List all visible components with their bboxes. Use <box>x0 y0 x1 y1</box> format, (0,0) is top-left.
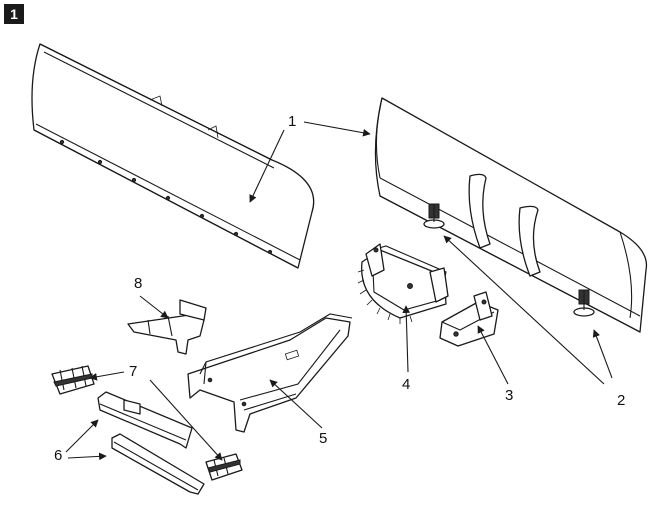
callout-2: 2 <box>617 392 626 409</box>
callout-8: 8 <box>134 275 143 292</box>
skid-shoe-left <box>423 203 445 229</box>
figure-number-badge: 1 <box>4 4 24 24</box>
leader-lines <box>65 121 613 461</box>
plow-blade-left <box>31 43 315 269</box>
plow-blade-right <box>374 97 648 333</box>
callout-3: 3 <box>505 387 514 404</box>
push-tube-upper <box>97 391 193 449</box>
skid-shoe-right <box>573 289 595 317</box>
callout-7: 7 <box>129 363 138 380</box>
clamp-upper <box>51 365 95 395</box>
callout-6: 6 <box>54 447 63 464</box>
clamp-lower <box>205 453 243 481</box>
plow-frame <box>187 313 353 433</box>
callout-5: 5 <box>319 430 328 447</box>
callout-4: 4 <box>402 376 411 393</box>
mount-plate <box>127 299 207 355</box>
callout-1: 1 <box>288 113 297 130</box>
pivot-plate-assembly <box>357 243 449 324</box>
push-tube-lower <box>111 433 205 495</box>
mount-bracket <box>439 291 499 347</box>
